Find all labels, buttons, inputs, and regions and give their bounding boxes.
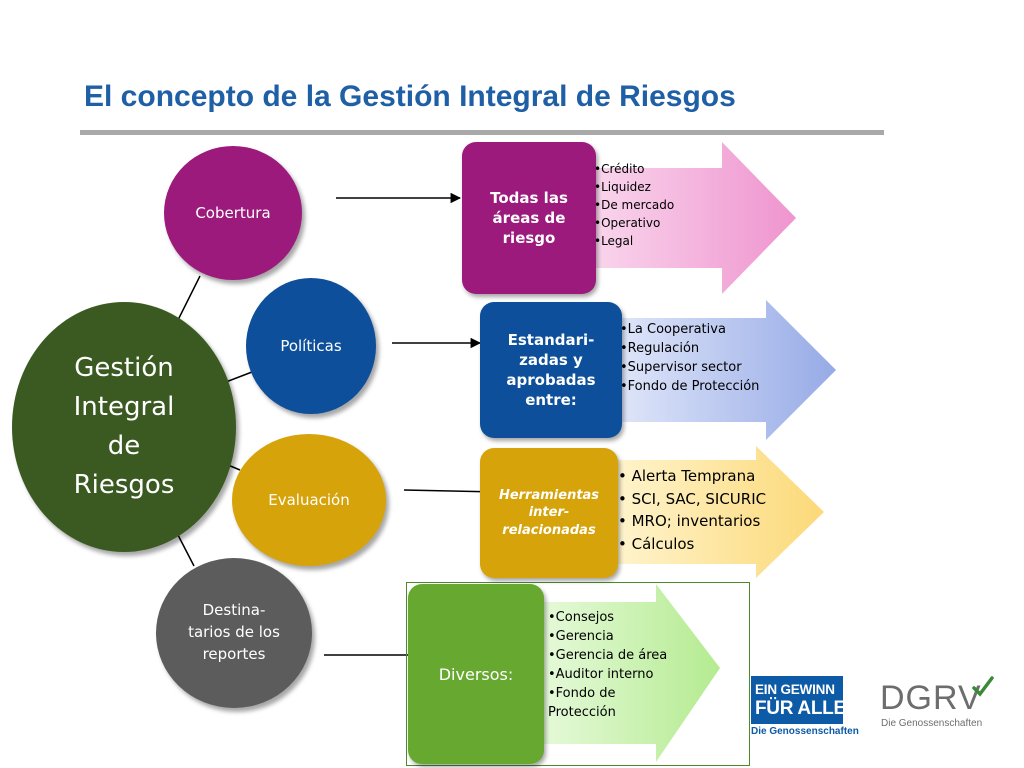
circle-label: Evaluación — [268, 491, 350, 509]
circle-label: Políticas — [280, 337, 342, 355]
box-diversos: Diversos: — [408, 584, 544, 764]
list-item: •Legal — [594, 234, 634, 248]
list-item: •Regulación — [620, 341, 700, 356]
title-underline — [80, 130, 884, 135]
list-item: • MRO; inventarios — [618, 512, 761, 530]
circle-politicas: Políticas — [246, 278, 376, 414]
circle-label-line: reportes — [202, 644, 266, 663]
list-item: • Cálculos — [618, 534, 695, 553]
circle-cobertura: Cobertura — [164, 146, 302, 280]
list-item: •De mercado — [594, 198, 675, 212]
logo-text: FÜR ALLE — [755, 698, 846, 719]
box-label-line: zadas y — [519, 350, 583, 369]
list-item: •Supervisor sector — [620, 360, 742, 375]
list-item: •Crédito — [594, 162, 645, 176]
box-label-line: Todas las — [490, 188, 568, 207]
box-label-line: entre: — [525, 391, 577, 410]
box-label: Diversos: — [438, 664, 514, 684]
circle-label-line: tarios de los — [188, 623, 280, 642]
box-label-line: aprobadas — [506, 371, 596, 389]
logo-text: EIN GEWINN — [755, 682, 835, 697]
page-title: El concepto de la Gestión Integral de Ri… — [84, 80, 736, 113]
arrow-shape-destinatarios — [526, 584, 720, 762]
list-stakeholders: •La Cooperativa •Regulación •Supervisor … — [620, 320, 759, 396]
list-item: •Gerencia de área — [548, 648, 668, 663]
box-label-line: áreas de — [492, 208, 566, 227]
box-label-line: Estandari- — [507, 330, 595, 349]
box-herramientas: Herramientas inter- relacionadas — [480, 448, 618, 578]
list-item: •Auditor interno — [548, 667, 654, 682]
box-label-line: relacionadas — [502, 522, 596, 538]
list-item: • Alerta Temprana — [618, 467, 756, 485]
logo-text: Die Genossenschaften — [751, 724, 859, 740]
arrow-shape-politicas — [600, 300, 836, 440]
list-tools: • Alerta Temprana • SCI, SAC, SICURIC • … — [618, 465, 766, 555]
box-todas-las-areas: Todas las áreas de riesgo — [462, 142, 596, 294]
list-item: •Fondo de — [548, 686, 616, 701]
center-circle-gestion-integral: Gestión Integral de Riesgos — [12, 302, 236, 552]
list-report-recipients: •Consejos •Gerencia •Gerencia de área •A… — [548, 608, 667, 722]
connector-destinatarios — [177, 534, 195, 567]
box-label-line: inter- — [528, 505, 570, 521]
connector-politicas — [225, 371, 253, 383]
logo-wordmark: DGRV — [880, 679, 982, 717]
center-label-line: de — [107, 431, 141, 461]
diversos-frame — [406, 582, 750, 766]
arrow-shape-evaluacion — [596, 446, 824, 578]
ein-gewinn-logo: EIN GEWINN FÜR ALLE Die Genossenschaften — [751, 676, 859, 740]
connector-cobertura — [177, 275, 201, 321]
list-item: •Fondo de Protección — [620, 379, 760, 394]
list-item: •Operativo — [594, 216, 661, 230]
logo-check-mark-icon — [972, 676, 994, 697]
box-label-line: Herramientas — [498, 487, 600, 503]
circle-evaluacion: Evaluación — [232, 434, 386, 566]
center-label-line: Integral — [73, 392, 175, 422]
list-item: •Gerencia — [548, 629, 614, 644]
box-estandarizadas: Estandari- zadas y aprobadas entre: — [480, 302, 622, 438]
center-label-line: Riesgos — [73, 470, 175, 500]
list-item: •Consejos — [548, 610, 615, 625]
center-label-line: Gestión — [74, 353, 174, 383]
dgrv-logo: DGRV Die Genossenschaften — [880, 676, 994, 740]
box-label-line: riesgo — [502, 229, 556, 248]
circle-label-line: Destina- — [202, 601, 266, 620]
list-item: • SCI, SAC, SICURIC — [618, 489, 767, 508]
list-item: •Liquidez — [594, 180, 651, 194]
circle-destinatarios: Destina- tarios de los reportes — [156, 558, 312, 708]
circle-label: Cobertura — [195, 204, 271, 222]
list-item: •La Cooperativa — [620, 322, 726, 337]
list-risk-areas: •Crédito •Liquidez •De mercado •Operativ… — [594, 160, 674, 250]
list-item: Protección — [548, 705, 616, 720]
arrow-shape-cobertura — [560, 142, 796, 294]
logo-tagline: Die Genossenschaften — [881, 718, 983, 729]
